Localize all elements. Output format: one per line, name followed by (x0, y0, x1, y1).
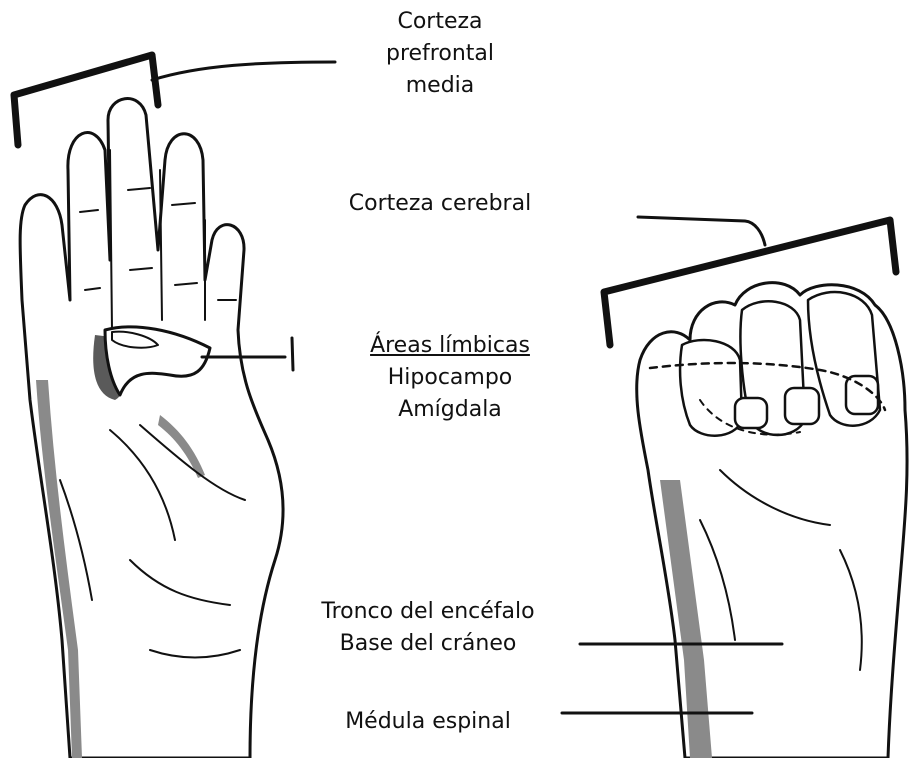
limbic-tick (292, 338, 293, 370)
label-prefrontal-line-3: media (355, 70, 525, 102)
label-prefrontal-cortex: Corteza prefrontal media (355, 6, 525, 102)
fist-index-finger (680, 340, 742, 436)
label-limbic-areas: Áreas límbicas Hipocampo Amígdala (340, 330, 560, 426)
label-hippocampus: Hipocampo (340, 362, 560, 394)
prefrontal-leader (152, 62, 335, 80)
fist-illustration (637, 283, 907, 758)
label-spinal-cord: Médula espinal (318, 706, 538, 738)
fist-nail-1 (735, 398, 767, 428)
fist-nail-3 (846, 376, 878, 414)
open-hand-outline (20, 99, 283, 758)
label-amygdala: Amígdala (340, 394, 560, 426)
open-hand-illustration (20, 99, 283, 758)
cortex-leader (638, 217, 765, 245)
label-brainstem: Tronco del encéfalo Base del cráneo (298, 596, 558, 660)
label-brainstem-line-2: Base del cráneo (298, 628, 558, 660)
fist-nail-2 (785, 388, 819, 424)
label-prefrontal-line-2: prefrontal (355, 38, 525, 70)
label-prefrontal-line-1: Corteza (355, 6, 525, 38)
label-limbic-title: Áreas límbicas (340, 330, 560, 362)
label-brainstem-line-1: Tronco del encéfalo (298, 596, 558, 628)
label-cerebral-cortex: Corteza cerebral (320, 188, 560, 220)
